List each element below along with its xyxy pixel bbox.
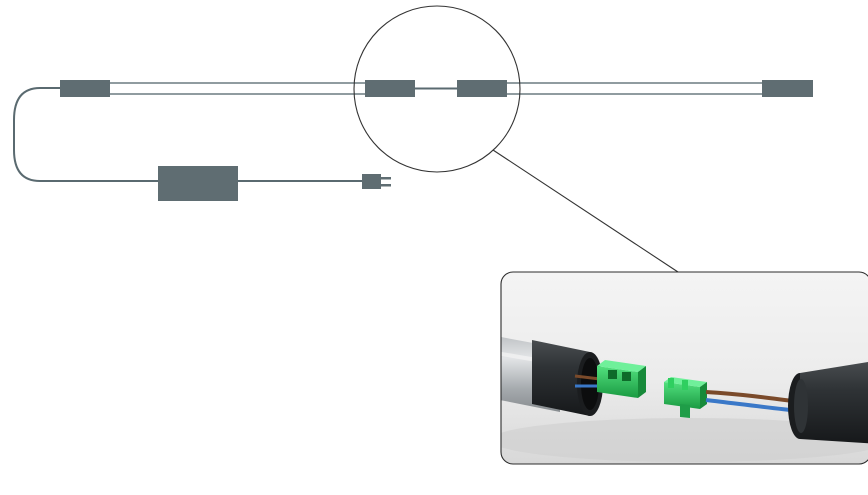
end-cap-2: [365, 80, 415, 97]
power-adapter: [158, 166, 238, 201]
led-bar-left: [110, 82, 365, 95]
end-cap-left-photo: [532, 340, 603, 416]
leader-line: [492, 149, 679, 273]
detail-photo-panel: [500, 271, 868, 465]
connector-female: [597, 360, 646, 398]
end-cap-4: [762, 80, 813, 97]
end-cap-1: [60, 80, 110, 97]
connector-male: [664, 377, 707, 418]
end-cap-right-photo: [788, 360, 868, 444]
loop-cable: [13, 87, 158, 182]
plug-icon: [362, 174, 391, 189]
magnifier-circle: [353, 5, 521, 173]
led-bar-right: [506, 82, 762, 95]
end-cap-3: [457, 80, 507, 97]
